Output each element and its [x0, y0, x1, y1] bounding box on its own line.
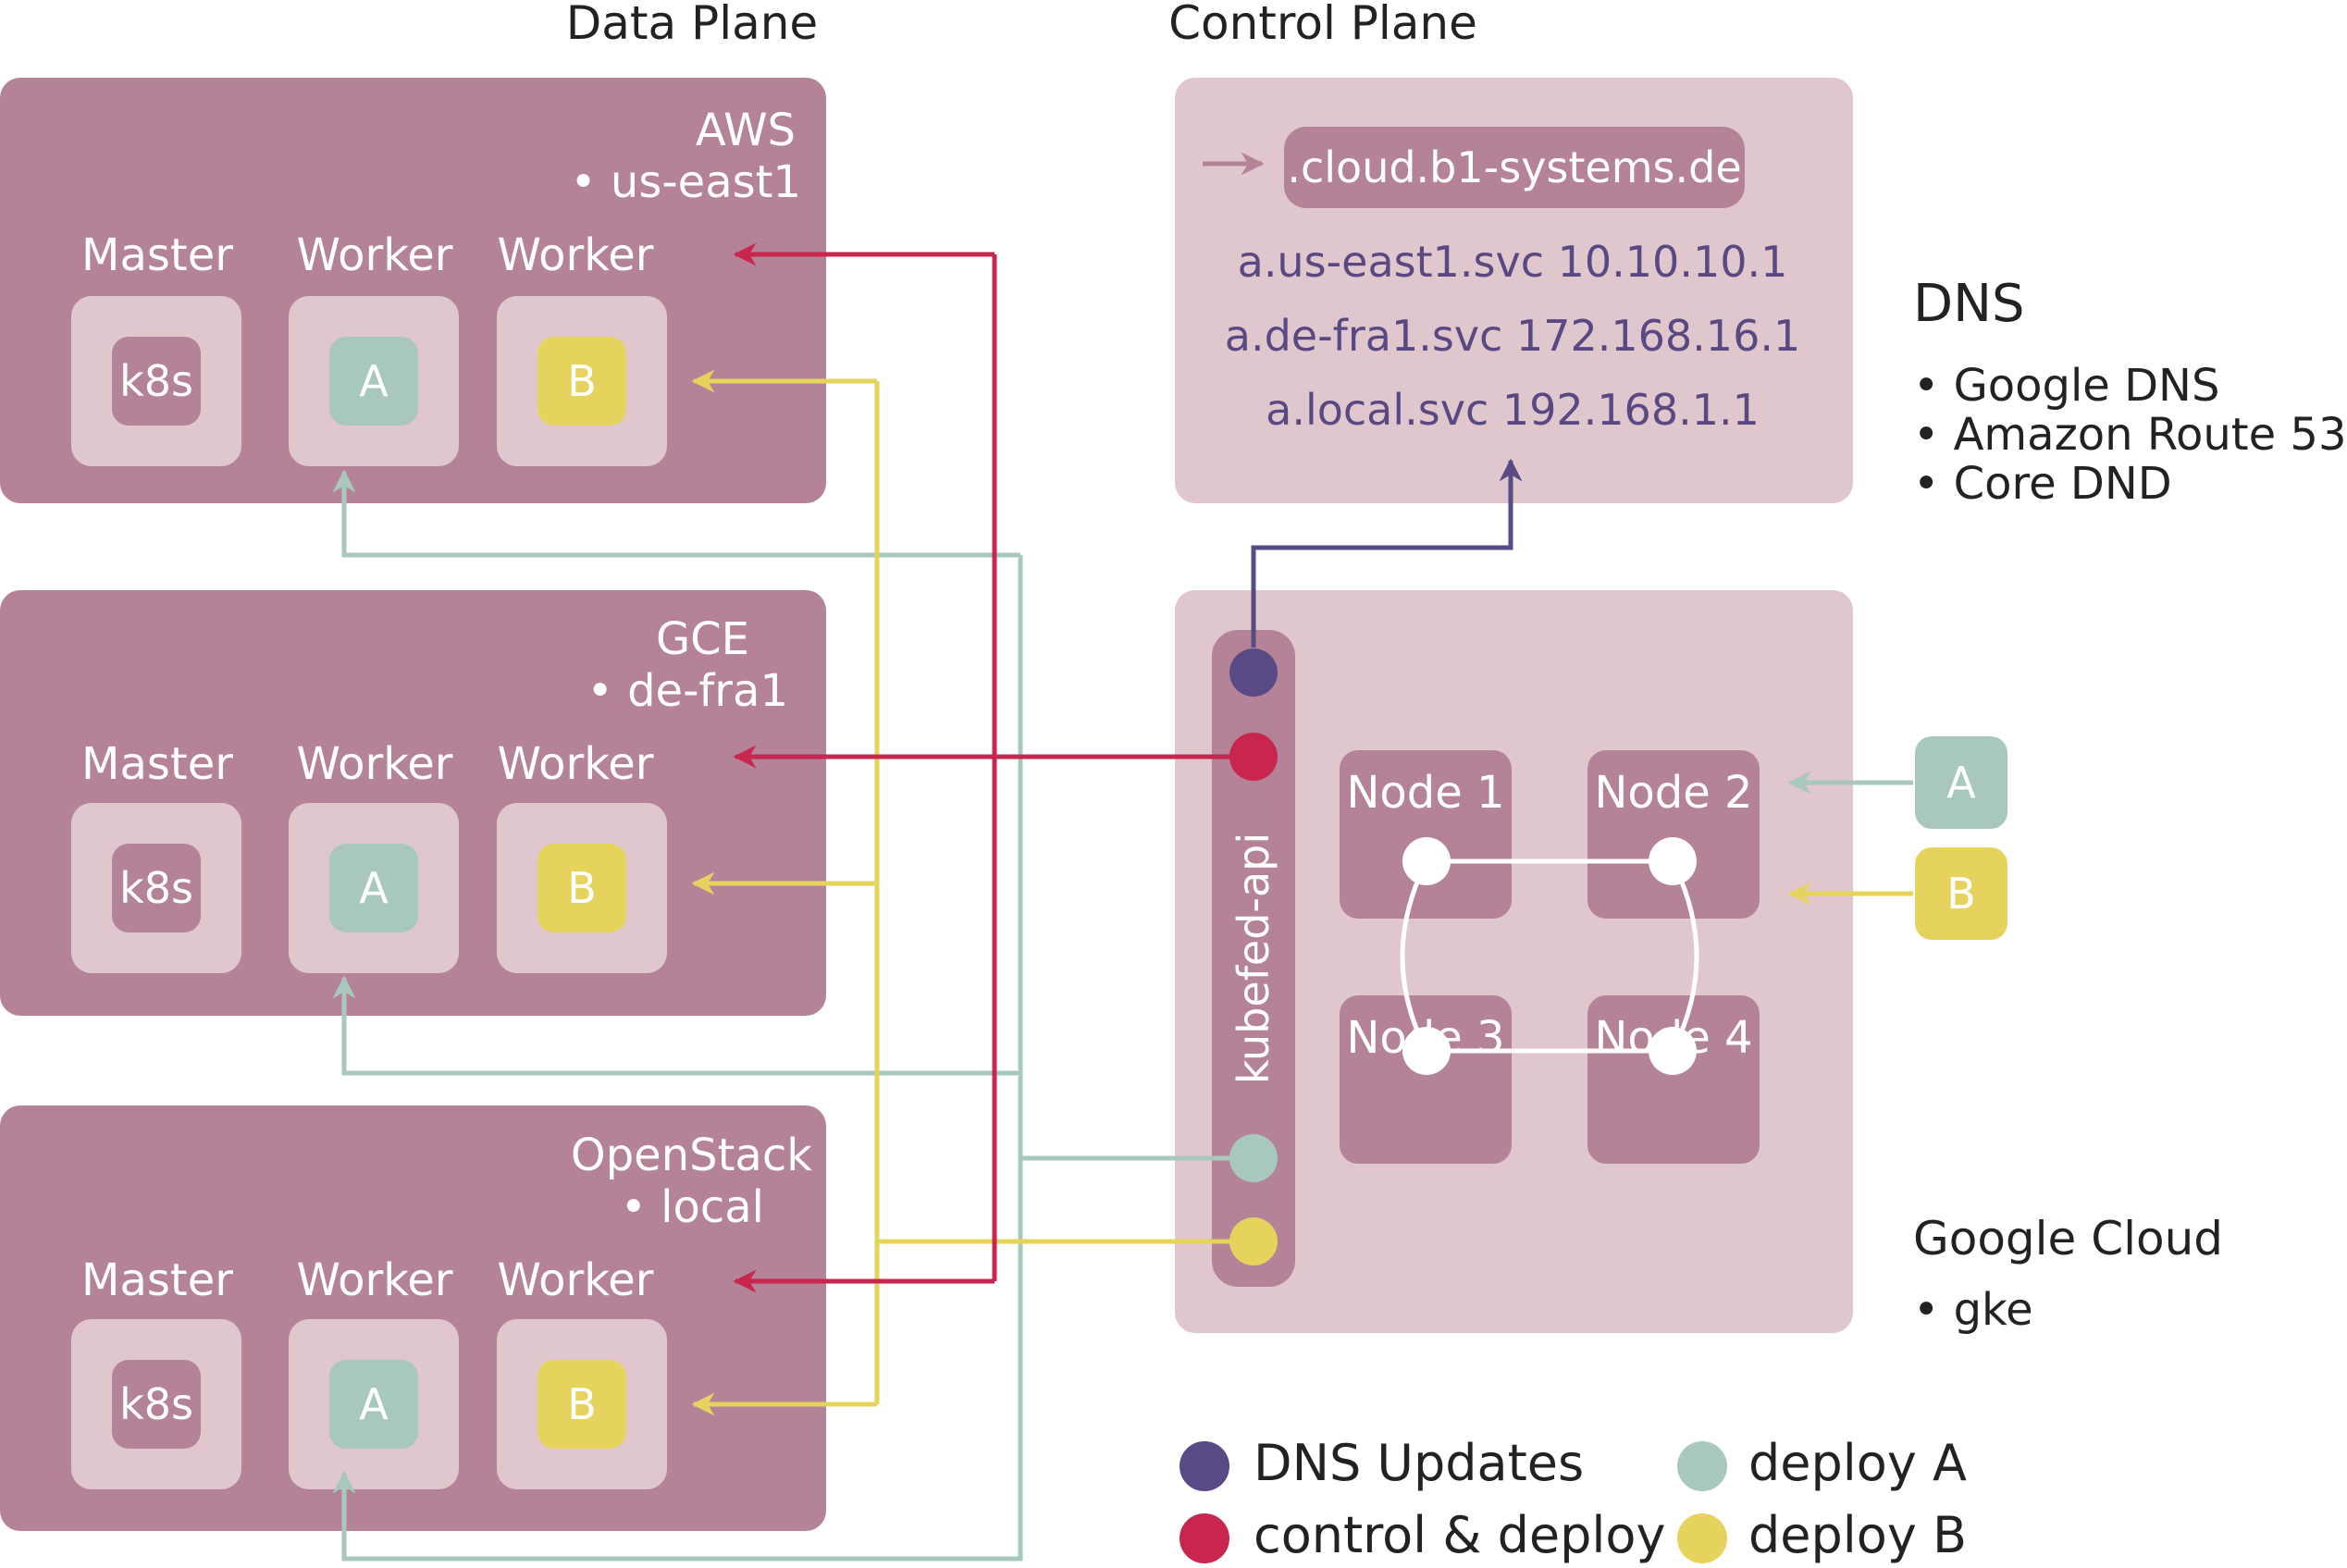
k8s-chip: k8s — [112, 337, 201, 426]
deploy-a-connectors — [332, 469, 1913, 1562]
legend-label: deploy B — [1748, 1506, 1967, 1564]
role-label-worker: Worker — [296, 1254, 453, 1306]
app-a-chip: A — [329, 844, 418, 932]
legend-dot-control — [1180, 1513, 1229, 1563]
worker-node-box-b: B — [497, 803, 667, 973]
master-node-box: k8s — [71, 296, 241, 466]
role-label-worker: Worker — [497, 738, 654, 790]
node-ring — [1400, 858, 1699, 1054]
dns-info-item: • Core DND — [1913, 458, 2172, 510]
role-label-worker: Worker — [497, 229, 654, 281]
legend-dot-dns-updates — [1180, 1441, 1229, 1491]
worker-node-box-b: B — [497, 1319, 667, 1489]
worker-node-box-a: A — [289, 803, 459, 973]
role-label-worker: Worker — [296, 738, 453, 790]
dns-info-title: DNS — [1913, 274, 2025, 334]
dns-update-link — [1251, 458, 1523, 648]
app-a-chip: A — [329, 1360, 418, 1449]
control-plane-heading: Control Plane — [1168, 0, 1477, 50]
port-dot-dns-updates — [1229, 648, 1278, 697]
role-label-master: Master — [81, 1254, 233, 1306]
worker-node-box-a: A — [289, 296, 459, 466]
data-plane-heading: Data Plane — [565, 0, 819, 50]
role-label-worker: Worker — [296, 229, 453, 281]
worker-node-box-b: B — [497, 296, 667, 466]
deploy-a-link-gce — [332, 975, 1020, 1076]
gke-node: Node 1 — [1340, 750, 1512, 919]
provider-region: • de-fra1 — [587, 665, 788, 717]
control-connectors — [733, 242, 1238, 1293]
provider-region: • local — [620, 1181, 764, 1233]
provider-name: GCE — [655, 613, 749, 665]
role-label-worker: Worker — [497, 1254, 654, 1306]
legend-dot-deploy-b — [1677, 1513, 1727, 1563]
dns-info-item: • Google DNS — [1913, 360, 2220, 412]
port-dot-control — [1229, 733, 1278, 781]
worker-node-box-a: A — [289, 1319, 459, 1489]
provider-name: OpenStack — [570, 1130, 812, 1181]
app-b-chip: B — [537, 1360, 626, 1449]
dns-info-item: • Amazon Route 53 — [1913, 409, 2347, 461]
legend-label: DNS Updates — [1254, 1434, 1585, 1492]
node-connector-dot — [1402, 837, 1451, 885]
app-b-chip: B — [537, 844, 626, 932]
provider-region: • us-east1 — [570, 156, 801, 208]
dns-record: a.us-east1.svc 10.10.10.1 — [1237, 237, 1788, 287]
deploy-b-box: B — [1915, 847, 2007, 940]
dns-record: a.de-fra1.svc 172.168.16.1 — [1224, 311, 1801, 361]
node-label: Node 1 — [1346, 767, 1505, 819]
gke-info-title: Google Cloud — [1913, 1212, 2224, 1266]
node-label: Node 2 — [1594, 767, 1753, 819]
connector-layer — [332, 152, 1913, 1562]
deploy-a-link-aws — [332, 469, 1020, 558]
dns-record: a.local.svc 192.168.1.1 — [1266, 385, 1760, 435]
master-node-box: k8s — [71, 803, 241, 973]
app-b-chip: B — [537, 337, 626, 426]
gke-info-item: • gke — [1913, 1284, 2033, 1336]
gke-node: Node 2 — [1587, 750, 1760, 919]
deploy-a-box: A — [1915, 736, 2007, 829]
provider-name: AWS — [695, 105, 796, 156]
k8s-chip: k8s — [112, 1360, 201, 1449]
k8s-chip: k8s — [112, 844, 201, 932]
app-a-chip: A — [329, 337, 418, 426]
master-node-box: k8s — [71, 1319, 241, 1489]
legend-label: control & deploy — [1254, 1506, 1666, 1564]
port-dot-deploy-a — [1229, 1134, 1278, 1182]
deploy-a-link-openstack — [332, 555, 1023, 1562]
node-connector-dot — [1649, 837, 1697, 885]
gke-node: Node 3 — [1340, 995, 1512, 1164]
legend-dot-deploy-a — [1677, 1441, 1727, 1491]
node-connector-dot — [1402, 1027, 1451, 1075]
node-connector-dot — [1649, 1027, 1697, 1075]
role-label-master: Master — [81, 229, 233, 281]
dns-zone-box: .cloud.b1-systems.de — [1284, 127, 1745, 208]
port-dot-deploy-b — [1229, 1217, 1278, 1266]
legend-label: deploy A — [1748, 1434, 1967, 1492]
role-label-master: Master — [81, 738, 233, 790]
deploy-b-connectors — [691, 369, 1913, 1416]
